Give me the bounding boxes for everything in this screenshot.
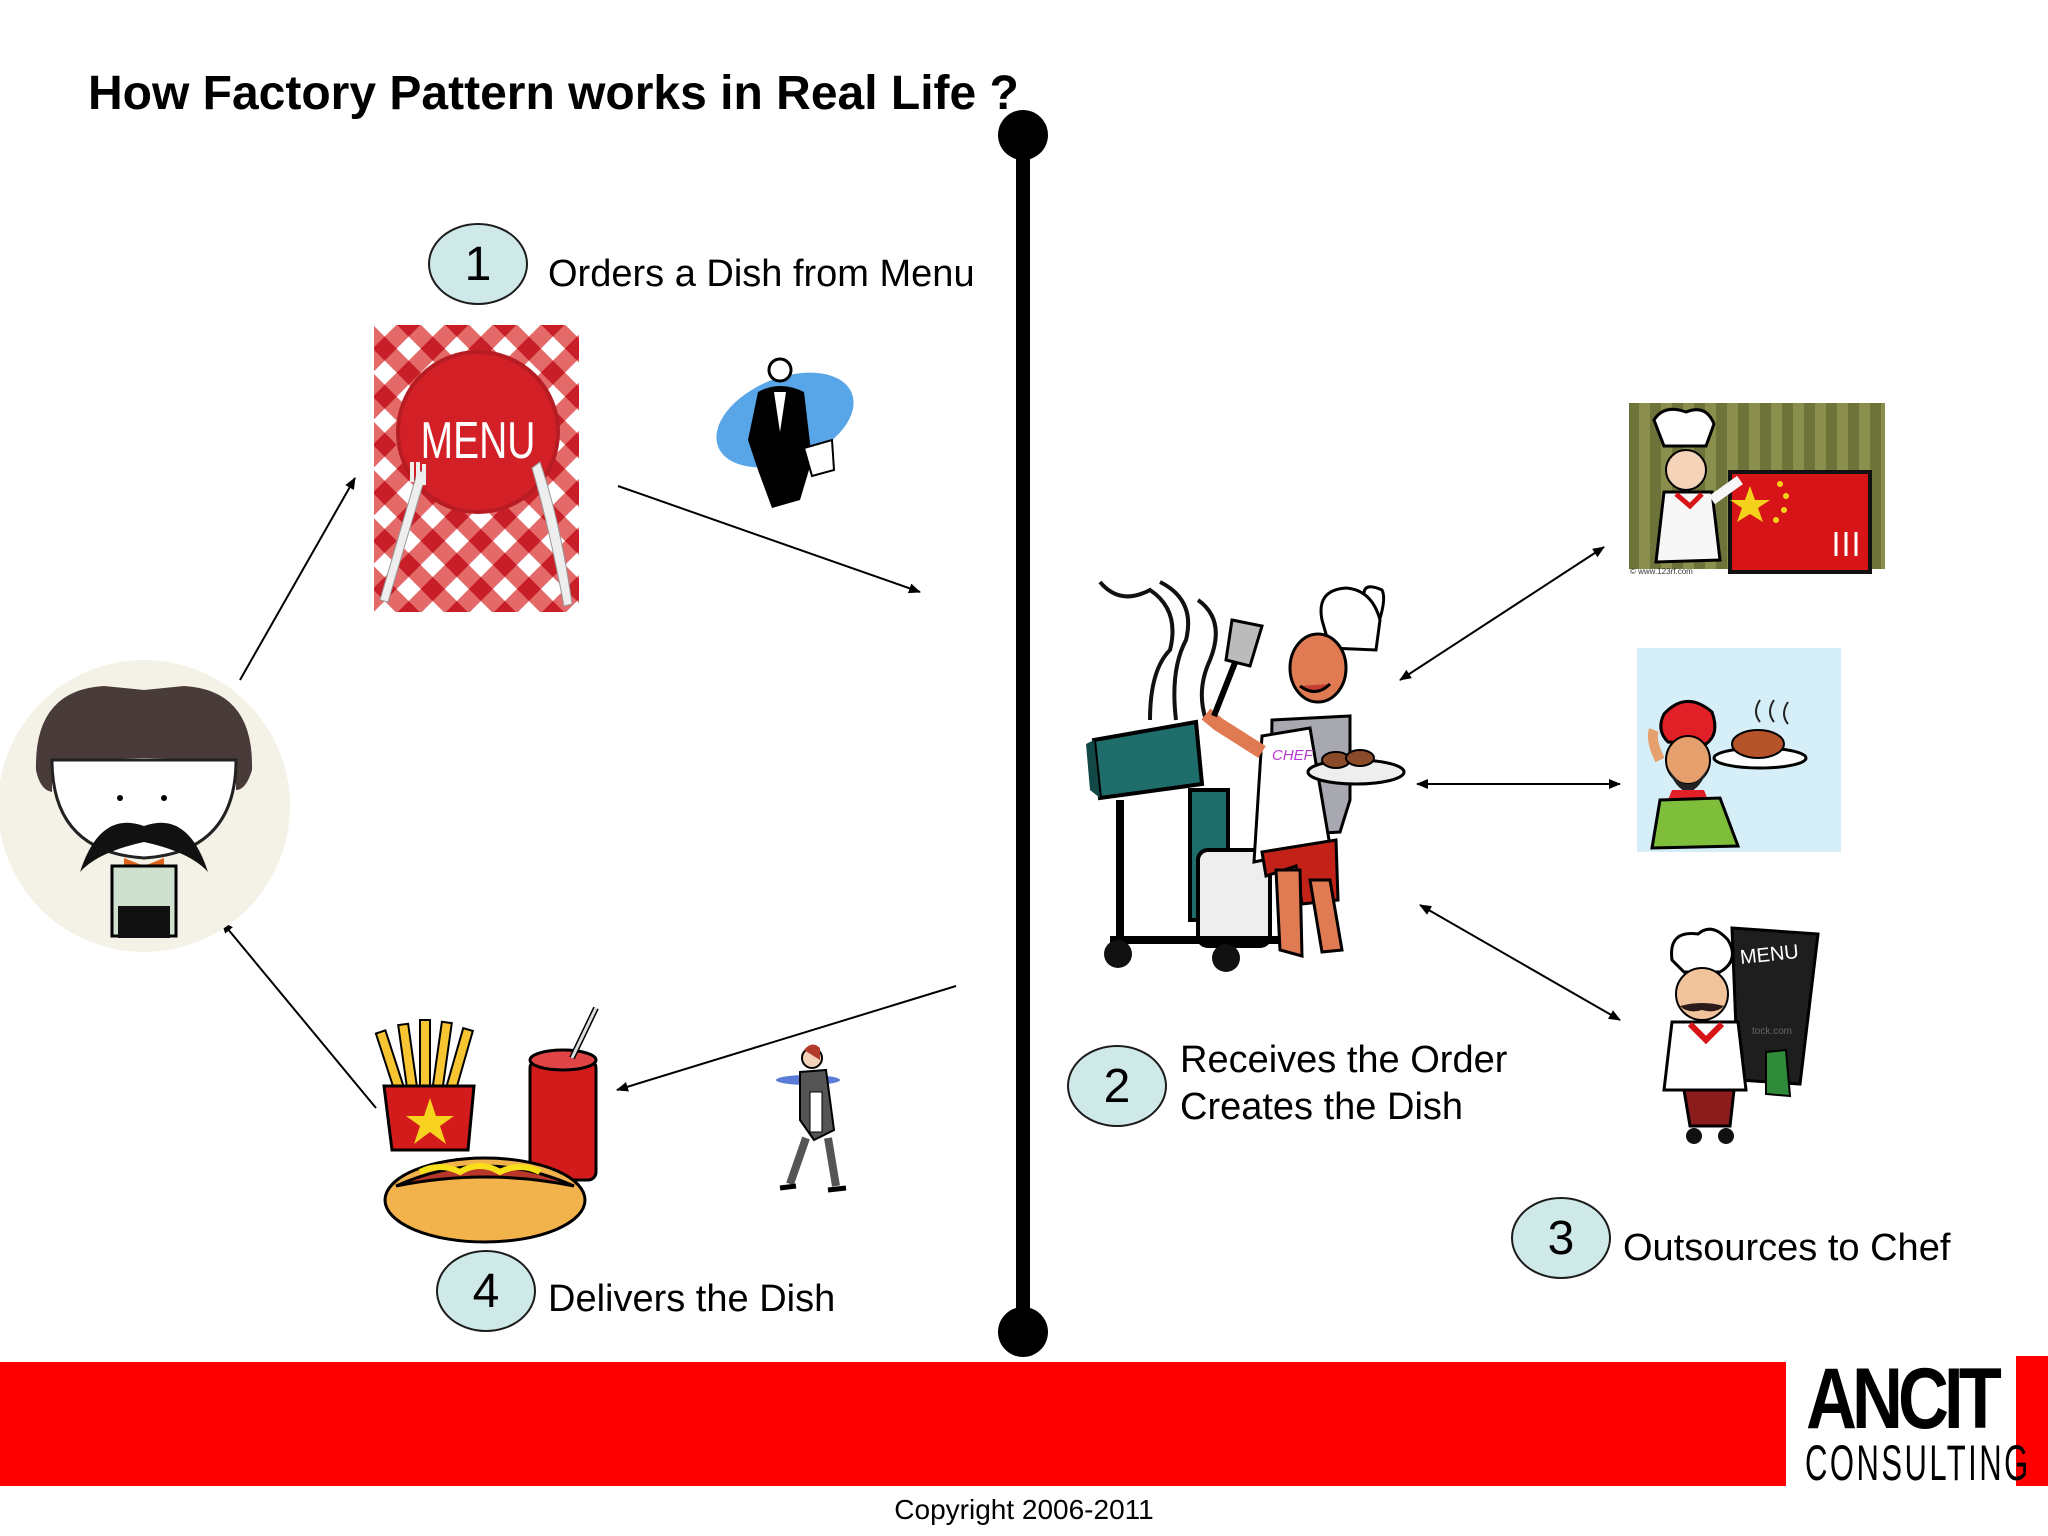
fast-food-image bbox=[374, 1006, 599, 1244]
divider-bottom-endpoint bbox=[998, 1307, 1048, 1357]
customer-image bbox=[0, 660, 290, 952]
menu-card-image: MENU bbox=[374, 325, 579, 612]
ancit-logo-subtitle: CONSULTING bbox=[1805, 1435, 2031, 1491]
step-4-label: Delivers the Dish bbox=[548, 1278, 836, 1320]
walking-waiter-image bbox=[776, 1044, 847, 1193]
italian-chef-image: MENU tock.com bbox=[1662, 926, 1820, 1144]
arrow-food-to-customer bbox=[221, 921, 377, 1109]
step-3-label: Outsources to Chef bbox=[1623, 1227, 1951, 1269]
divider-line bbox=[998, 110, 1048, 1357]
indian-chef-image bbox=[1637, 648, 1841, 852]
bib-text: CHEF bbox=[1272, 747, 1314, 764]
step-2-label-line2: Creates the Dish bbox=[1180, 1086, 1464, 1128]
step-1-badge: 1 bbox=[428, 223, 528, 305]
step-4-badge: 4 bbox=[436, 1250, 536, 1332]
arrow-cook-chinese-chef bbox=[1399, 546, 1605, 681]
step-3-badge: 3 bbox=[1511, 1197, 1611, 1279]
step-2-label-line1: Receives the Order bbox=[1180, 1039, 1508, 1081]
waiter-image bbox=[716, 357, 854, 508]
arrow-cook-italian-chef bbox=[1419, 904, 1621, 1021]
arrow-customer-to-menu bbox=[239, 477, 356, 681]
chinese-chef-image: © www.123rf.com bbox=[1629, 403, 1885, 576]
chinese-chef-credit: © www.123rf.com bbox=[1630, 567, 1693, 576]
step-2-badge: 2 bbox=[1067, 1045, 1167, 1127]
cook-image: CHEF bbox=[1086, 580, 1406, 972]
step-1-label: Orders a Dish from Menu bbox=[548, 253, 975, 295]
divider-top-endpoint bbox=[998, 110, 1048, 160]
arrow-menu-to-cook bbox=[617, 485, 921, 594]
arrow-cook-to-food bbox=[616, 985, 957, 1092]
board-watermark: tock.com bbox=[1752, 1026, 1792, 1037]
page-title: How Factory Pattern works in Real Life ? bbox=[88, 67, 1019, 120]
copyright-text: Copyright 2006-2011 bbox=[894, 1494, 1154, 1525]
footer-red-strip bbox=[2016, 1356, 2048, 1486]
menu-card-text: MENU bbox=[421, 410, 536, 469]
ancit-logo-wordmark: ANCIT bbox=[1806, 1351, 2002, 1447]
footer-red-bar bbox=[0, 1362, 1786, 1486]
